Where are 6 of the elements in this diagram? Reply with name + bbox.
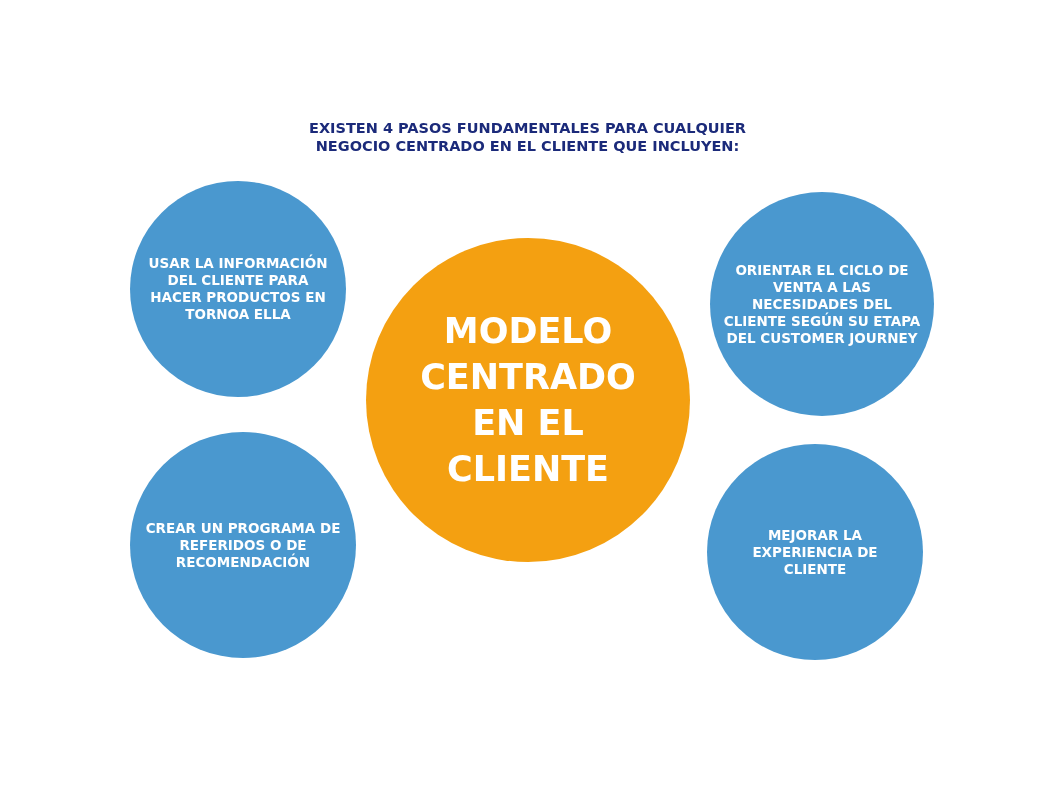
title: EXISTEN 4 PASOS FUNDAMENTALES PARA CUALQUIER NEGOCIO CENTRADO EN EL CLIENTE QUE INCLUYEN:	[308, 119, 747, 155]
circle-text: CREAR UN PROGRAMA DE REFERIDOS O DE RECOMENDACIÓN	[144, 519, 342, 571]
circle-text: USAR LA INFORMACIÓN DEL CLIENTE PARA HACER PRODUCTOS EN TORNOA ELLA	[147, 255, 329, 323]
circle-text: MODELO CENTRADO EN EL CLIENTE	[419, 310, 637, 491]
circle-text: MEJORAR LA EXPERIENCIA DE CLIENTE	[751, 526, 879, 578]
circle-text: ORIENTAR EL CICLO DE VENTA A LAS NECESIDADES DEL CLIENTE SEGÚN SU ETAPA DEL CUSTOMER JOURNEY	[722, 261, 922, 347]
